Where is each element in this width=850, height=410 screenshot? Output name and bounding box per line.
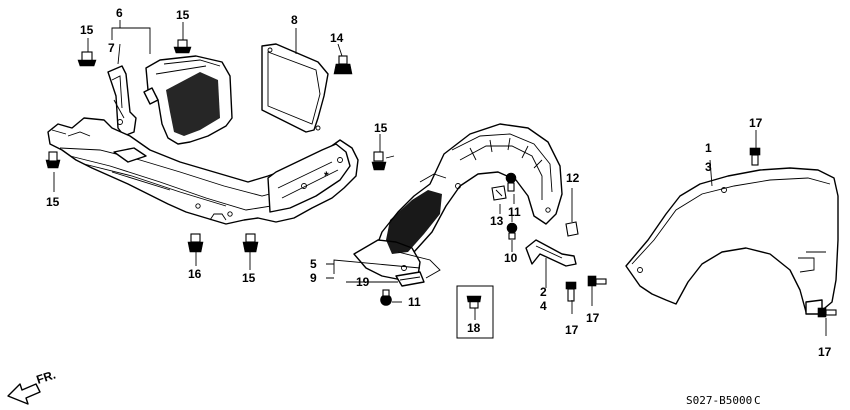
- clip-16: [187, 233, 204, 253]
- clip-15-e: [242, 233, 259, 253]
- callout-7: 7: [108, 41, 115, 55]
- callout-8: 8: [291, 13, 298, 27]
- bolt-17-a: [749, 147, 761, 166]
- callout-11: 11: [408, 295, 421, 309]
- callout-15: 15: [374, 121, 388, 135]
- callout-16: 16: [188, 267, 202, 281]
- nut-12: [565, 221, 579, 237]
- screw-11-a: [505, 172, 517, 192]
- callout-6: 6: [116, 6, 123, 20]
- direction-label: FR.: [35, 368, 58, 387]
- callout-10: 10: [504, 251, 518, 265]
- callout-9: 9: [310, 271, 317, 285]
- callout-2: 2: [540, 285, 547, 299]
- callout-18: 18: [467, 321, 481, 335]
- under-cover: [47, 117, 359, 225]
- part-2-fender-bracket: [525, 239, 577, 267]
- callout-15: 15: [176, 8, 190, 22]
- callout-13: 13: [490, 214, 504, 228]
- callout-3: 3: [705, 160, 712, 174]
- callout-4: 4: [540, 299, 547, 313]
- screw-11-b: [380, 289, 392, 306]
- clip-13: [491, 185, 507, 201]
- part-1-front-fender: [625, 167, 839, 315]
- callout-5: 5: [310, 257, 317, 271]
- callout-11: 11: [508, 205, 521, 219]
- clip-15-c: [45, 151, 61, 169]
- callout-17: 17: [818, 345, 832, 359]
- clip-15-b: [173, 39, 192, 54]
- callout-1: 1: [705, 141, 712, 155]
- part-6-upper-cover: [143, 55, 233, 145]
- callout-17: 17: [749, 116, 763, 130]
- callout-19: 19: [356, 275, 370, 289]
- leader-lines: [53, 20, 827, 336]
- callout-15: 15: [80, 23, 94, 37]
- callout-15: 15: [242, 271, 256, 285]
- callout-17: 17: [586, 311, 600, 325]
- part-19-bracket: [395, 271, 425, 287]
- bolt-17-d: [817, 307, 837, 318]
- diagram-code: S027-B5000: [686, 394, 752, 407]
- bolt-17-b: [565, 281, 577, 302]
- callout-15: 15: [46, 195, 60, 209]
- callout-14: 14: [330, 31, 344, 45]
- part-5-fender-liner: [353, 123, 563, 281]
- front-direction-arrow: FR.: [7, 368, 58, 405]
- callout-asterisk: *: [324, 169, 329, 183]
- screw-10: [506, 222, 518, 240]
- part-18-box: [456, 285, 494, 339]
- diagram-code-suffix: C: [754, 394, 761, 407]
- clip-15-a: [77, 51, 97, 67]
- callout-17: 17: [565, 323, 579, 337]
- bolt-17-c: [587, 275, 607, 287]
- part-7-bracket: [107, 65, 137, 137]
- part-8-panel: [261, 43, 329, 133]
- clip-15-d: [371, 151, 395, 171]
- callout-12: 12: [566, 171, 580, 185]
- clip-14: [333, 55, 353, 75]
- clip-18: [466, 295, 482, 309]
